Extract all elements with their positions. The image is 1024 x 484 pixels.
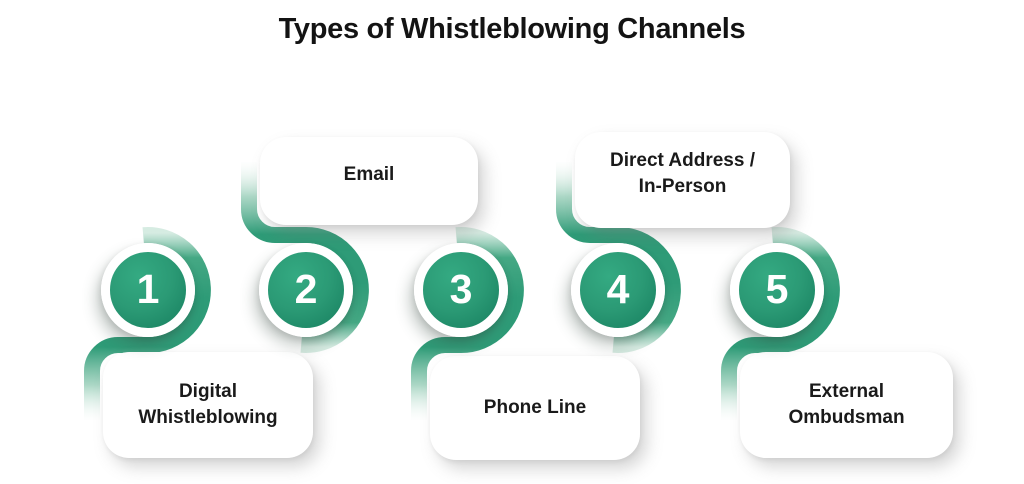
step-circle-2: 2 (259, 243, 353, 337)
channel-card-label: External Ombudsman (788, 381, 905, 428)
step-number: 1 (136, 265, 160, 312)
ribbon-step-1 (84, 227, 211, 420)
step-number: 2 (294, 265, 318, 312)
step-circle-3: 3 (414, 243, 508, 337)
channel-card-email: Email (260, 137, 478, 225)
page-title: Types of Whistleblowing Channels (278, 13, 746, 45)
channel-card-label: Direct Address / In-Person (609, 150, 755, 197)
channel-card-phone-line: Phone Line (430, 356, 640, 460)
ribbon-step-4 (556, 162, 681, 353)
channel-card-label: Email (343, 164, 395, 186)
ribbon-step-2 (241, 162, 369, 353)
step-circle-4: 4 (571, 243, 665, 337)
channel-card-label: Phone Line (483, 397, 587, 419)
step-circle-1: 1 (101, 243, 195, 337)
channel-card-digital-whistleblowing: Digital Whistleblowing (103, 352, 313, 458)
channel-card-direct-address: Direct Address / In-Person (575, 132, 790, 228)
step-number: 4 (606, 265, 630, 312)
step-circle-5: 5 (730, 243, 824, 337)
step-number: 3 (449, 265, 473, 312)
channel-card-external-ombudsman: External Ombudsman (740, 352, 953, 458)
step-number: 5 (765, 265, 789, 312)
ribbon-step-5 (721, 227, 840, 420)
channel-card-label: Digital Whistleblowing (138, 381, 278, 428)
ribbon-step-3 (411, 227, 524, 420)
